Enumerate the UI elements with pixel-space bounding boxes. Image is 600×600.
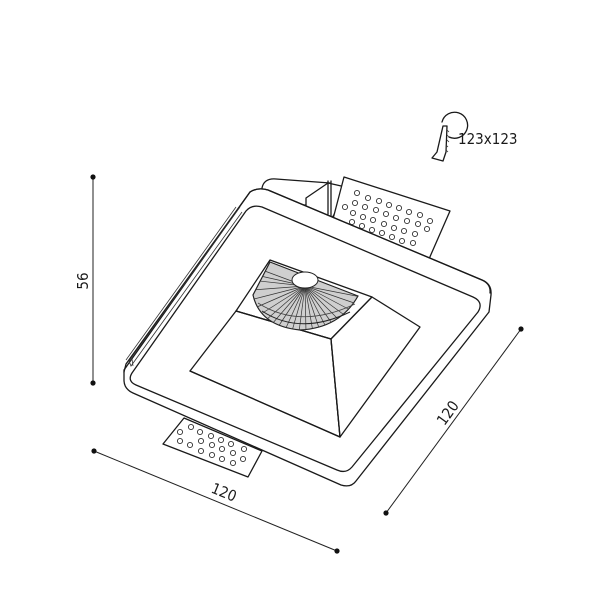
back-plate-holes	[341, 189, 434, 247]
width-dimension	[91, 448, 340, 554]
front-fixing-plate	[162, 417, 263, 478]
heatsink	[252, 261, 359, 331]
height-dimension	[90, 174, 96, 386]
depth-label: 120	[433, 397, 463, 428]
back-fixing-plate	[261, 176, 451, 271]
width-label: 120	[209, 479, 240, 505]
height-label: 56	[74, 272, 92, 289]
depth-dimension	[383, 326, 524, 516]
front-plate-holes	[176, 423, 248, 467]
cutout-saw-icon	[431, 111, 469, 162]
cutout-size-label: 123x123	[458, 130, 518, 148]
